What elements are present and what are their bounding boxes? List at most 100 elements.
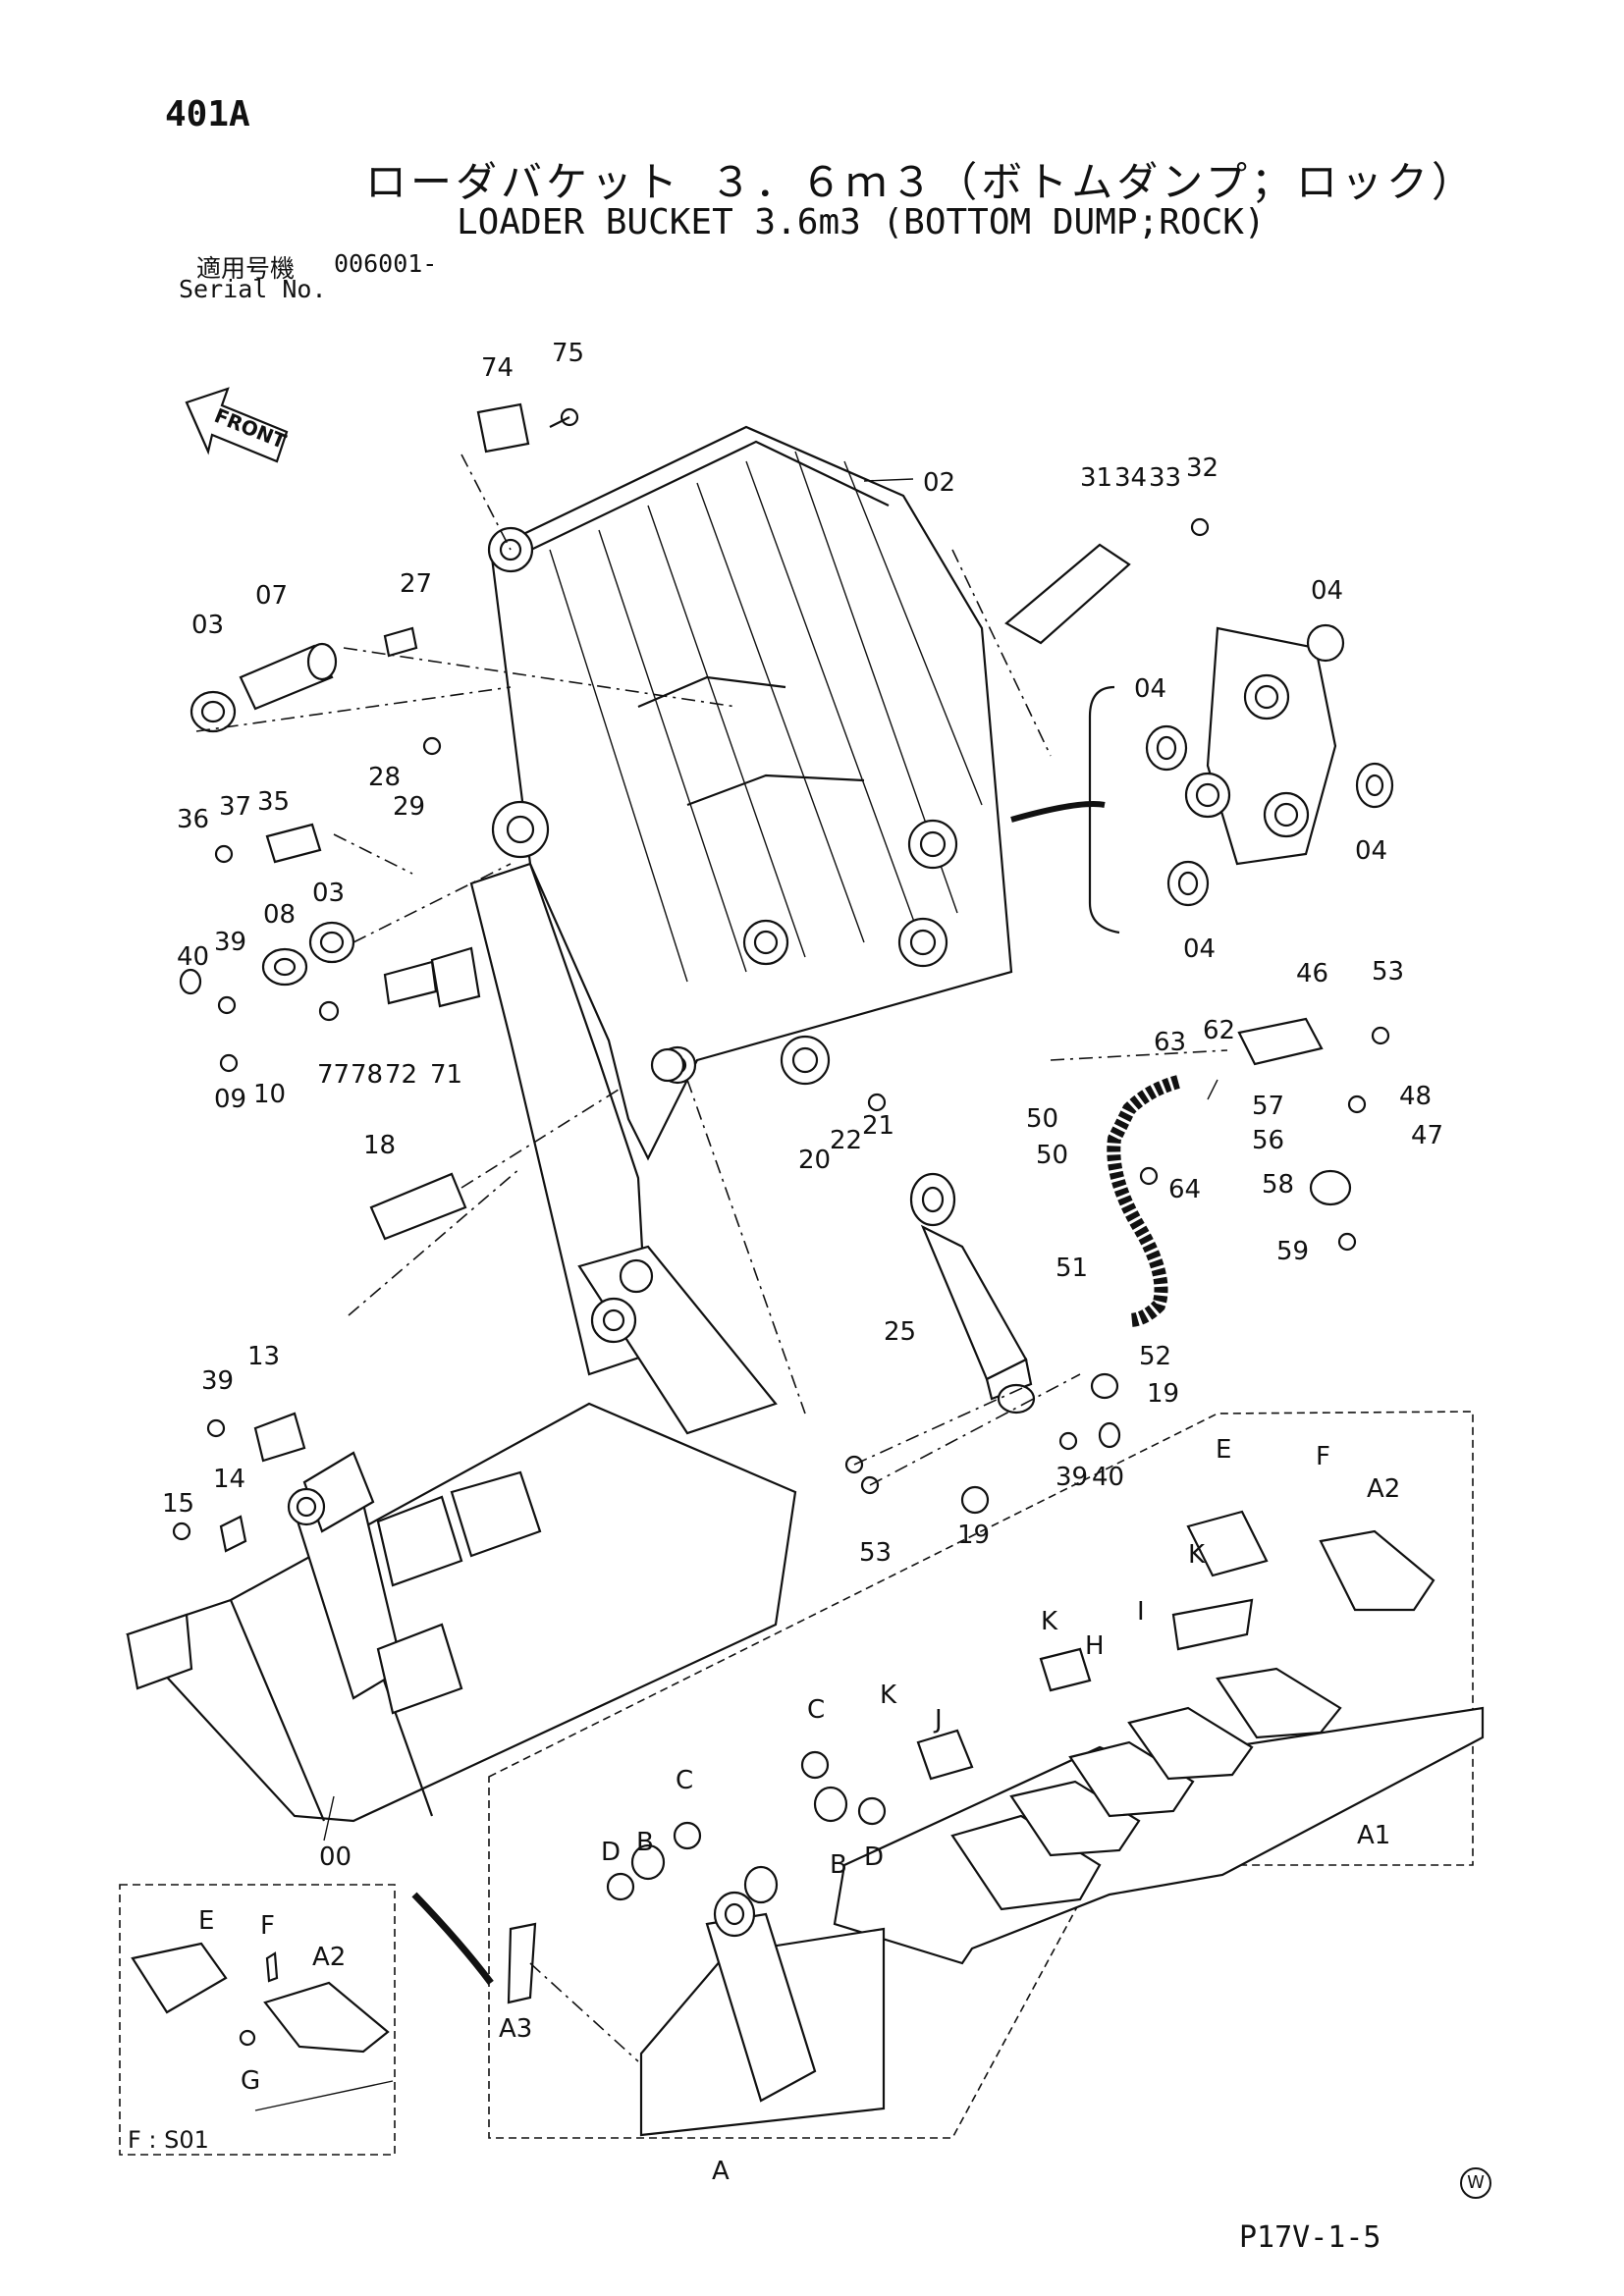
hose-50 bbox=[1107, 1075, 1180, 1327]
callout-53-b: 53 bbox=[859, 1538, 892, 1568]
callout-39: 39 bbox=[214, 928, 246, 957]
callout-04-d: 04 bbox=[1183, 934, 1216, 964]
inset-tooth-parts bbox=[131, 1942, 390, 2054]
serial-label-english: Serial No. bbox=[179, 275, 327, 303]
bracket-31 bbox=[1004, 543, 1131, 645]
link-plate-group bbox=[1010, 623, 1394, 934]
callout-G-inset: G bbox=[241, 2066, 260, 2096]
tooth-detail-box bbox=[488, 1411, 1474, 2139]
callout-25: 25 bbox=[884, 1317, 916, 1347]
pin-18 bbox=[369, 1172, 467, 1241]
callout-09: 09 bbox=[214, 1085, 246, 1114]
callout-K-c: K bbox=[880, 1681, 897, 1710]
callout-F: F bbox=[1316, 1442, 1330, 1471]
callout-33: 33 bbox=[1149, 463, 1181, 493]
inset-detail-box bbox=[119, 1884, 396, 2156]
callout-A1: A1 bbox=[1357, 1821, 1390, 1850]
callout-07: 07 bbox=[255, 581, 288, 611]
callout-19-a: 19 bbox=[1147, 1379, 1179, 1409]
callout-04-b: 04 bbox=[1134, 674, 1166, 704]
callout-K-b: K bbox=[1041, 1607, 1058, 1636]
callout-15: 15 bbox=[162, 1489, 194, 1519]
callout-D-b: D bbox=[601, 1838, 621, 1867]
callout-71: 71 bbox=[430, 1060, 462, 1090]
callout-39-c: 39 bbox=[201, 1366, 234, 1396]
callout-10: 10 bbox=[253, 1080, 286, 1109]
callout-A3: A3 bbox=[499, 2014, 532, 2044]
callout-52: 52 bbox=[1139, 1342, 1171, 1371]
bolt-icons bbox=[172, 407, 1390, 1541]
callout-62: 62 bbox=[1203, 1016, 1235, 1045]
callout-C: C bbox=[807, 1695, 825, 1725]
callout-47: 47 bbox=[1411, 1121, 1443, 1150]
callout-51: 51 bbox=[1056, 1254, 1088, 1283]
serial-label-japanese: 適用号機 bbox=[196, 254, 296, 283]
callout-03-b: 03 bbox=[312, 879, 345, 908]
inset-label: F : S01 bbox=[128, 2126, 209, 2154]
title-japanese: ローダバケット ３．６ｍ３（ボトムダンプ；ロック） bbox=[365, 158, 1478, 206]
callout-63: 63 bbox=[1154, 1028, 1186, 1057]
callout-59: 59 bbox=[1276, 1237, 1309, 1266]
callout-72: 72 bbox=[385, 1060, 417, 1090]
callout-E-inset: E bbox=[198, 1906, 214, 1936]
callout-32: 32 bbox=[1186, 454, 1218, 483]
callout-77: 77 bbox=[317, 1060, 350, 1090]
lower-bucket-assembly bbox=[126, 1245, 797, 1823]
callout-39-b: 39 bbox=[1056, 1463, 1088, 1492]
callout-A2-inset: A2 bbox=[312, 1943, 346, 1972]
callout-50-b: 50 bbox=[1036, 1141, 1068, 1170]
serial-number: 006001- bbox=[334, 249, 438, 278]
callout-57: 57 bbox=[1252, 1092, 1284, 1121]
callout-02: 02 bbox=[923, 468, 955, 498]
callout-E: E bbox=[1216, 1435, 1231, 1465]
callout-J: J bbox=[933, 1705, 943, 1735]
callout-20: 20 bbox=[798, 1146, 831, 1175]
callout-35: 35 bbox=[257, 787, 290, 817]
callout-08: 08 bbox=[263, 900, 296, 930]
callout-31: 31 bbox=[1080, 463, 1112, 493]
callout-04-c: 04 bbox=[1355, 836, 1387, 866]
callout-A: A bbox=[712, 2157, 730, 2186]
callout-27: 27 bbox=[400, 569, 432, 599]
callout-22: 22 bbox=[830, 1126, 862, 1155]
callout-19-b: 19 bbox=[957, 1521, 990, 1550]
callout-78: 78 bbox=[351, 1060, 383, 1090]
block-46 bbox=[1237, 1017, 1324, 1066]
page-code: 401A bbox=[165, 94, 250, 134]
callout-53: 53 bbox=[1372, 957, 1404, 987]
small-plates bbox=[265, 402, 530, 1008]
callout-H: H bbox=[1085, 1631, 1105, 1661]
callout-B-b: B bbox=[636, 1828, 654, 1857]
callout-40: 40 bbox=[177, 942, 209, 972]
callout-58: 58 bbox=[1262, 1170, 1294, 1200]
callout-18: 18 bbox=[363, 1131, 396, 1160]
callout-75: 75 bbox=[552, 339, 584, 368]
callout-29: 29 bbox=[393, 792, 425, 822]
callout-03: 03 bbox=[191, 611, 224, 640]
callout-34: 34 bbox=[1114, 463, 1147, 493]
callout-28: 28 bbox=[368, 763, 401, 792]
callout-46: 46 bbox=[1296, 959, 1328, 988]
callout-D: D bbox=[864, 1842, 884, 1872]
title-english: LOADER BUCKET 3.6m3 (BOTTOM DUMP;ROCK) bbox=[457, 202, 1266, 242]
callout-A2: A2 bbox=[1367, 1474, 1400, 1504]
callout-48: 48 bbox=[1399, 1082, 1432, 1111]
callout-K: K bbox=[1188, 1540, 1206, 1570]
footer-code: P17V-1-5 bbox=[1239, 2220, 1381, 2255]
upper-frame-assembly bbox=[469, 425, 1013, 1376]
callout-21: 21 bbox=[862, 1111, 894, 1141]
callout-50-a: 50 bbox=[1026, 1104, 1058, 1134]
front-arrow-icon: FRONT bbox=[185, 387, 290, 463]
callout-C-b: C bbox=[676, 1766, 693, 1795]
callout-36: 36 bbox=[177, 805, 209, 834]
callout-I: I bbox=[1137, 1597, 1145, 1627]
callout-00: 00 bbox=[319, 1842, 352, 1872]
watermark-logo: W bbox=[1460, 2167, 1491, 2199]
callout-40-b: 40 bbox=[1092, 1463, 1124, 1492]
callout-74: 74 bbox=[481, 353, 514, 383]
callout-13: 13 bbox=[247, 1342, 280, 1371]
leader-lines bbox=[195, 454, 1228, 2111]
tooth-adapter-detail bbox=[411, 1510, 1485, 2137]
callout-64: 64 bbox=[1168, 1175, 1201, 1204]
